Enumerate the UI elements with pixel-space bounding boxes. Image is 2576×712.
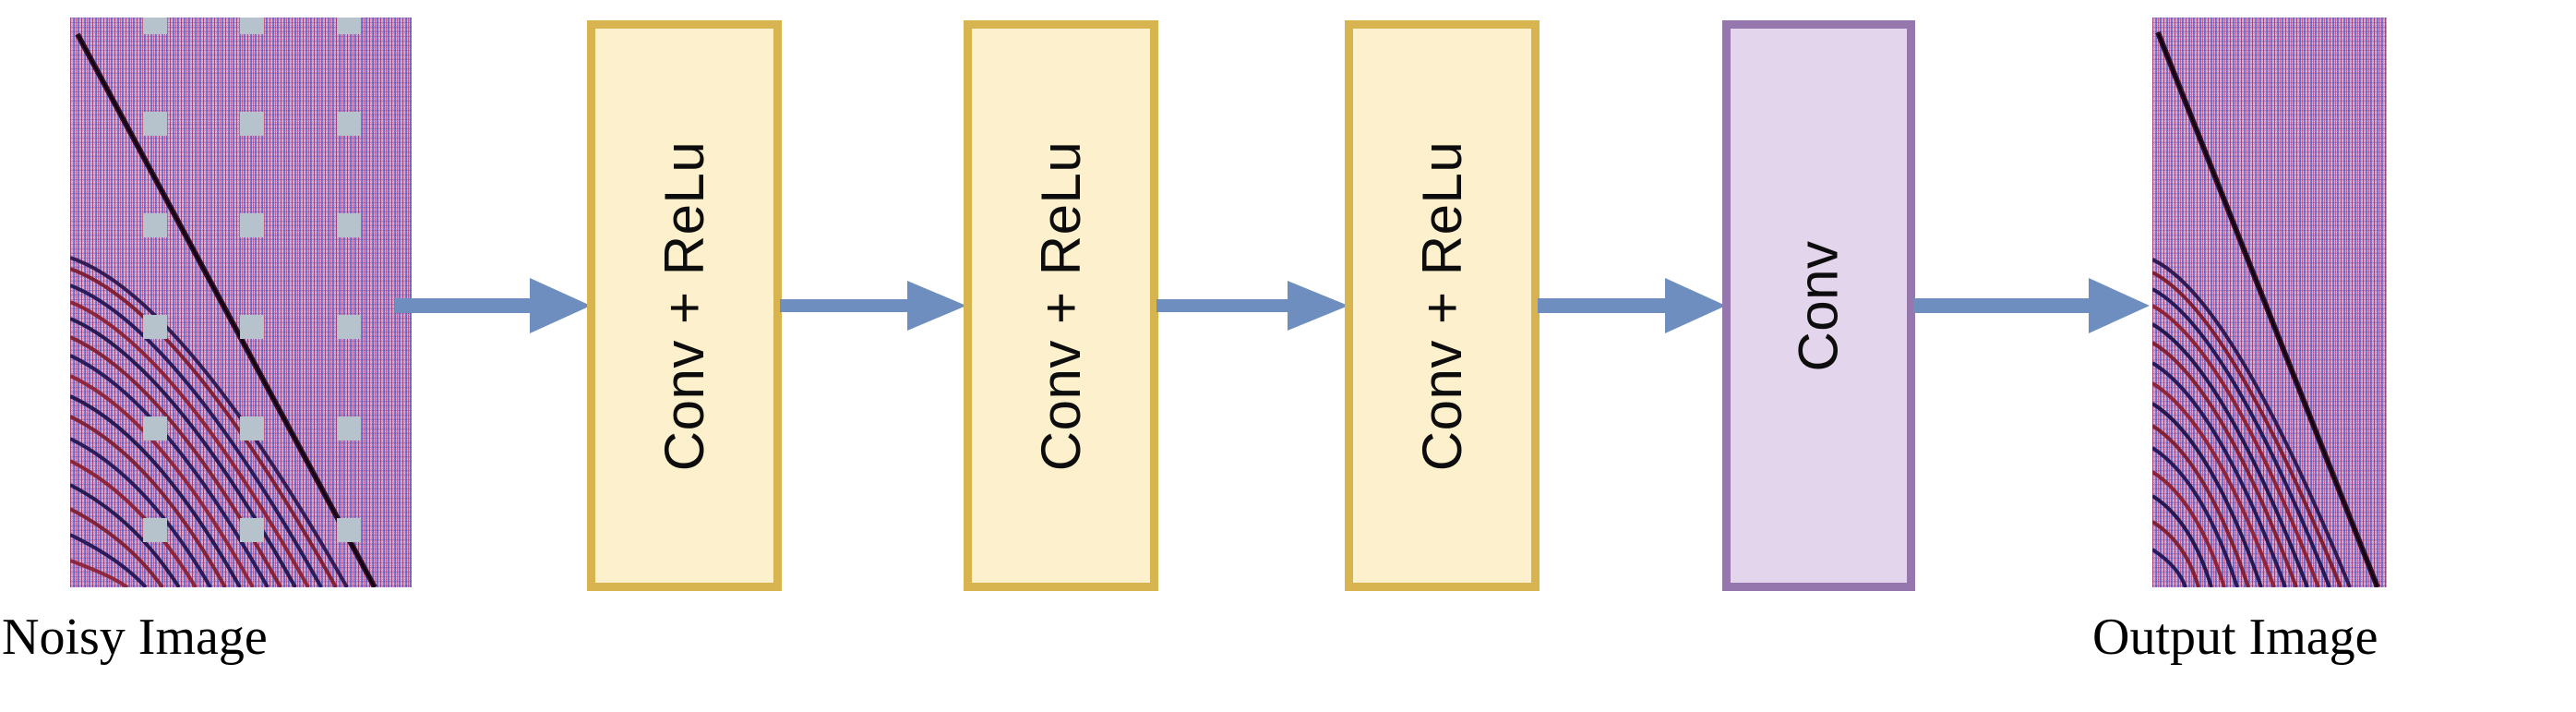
noise-texture — [70, 18, 412, 587]
arrow-layer4-to-output — [1913, 273, 2151, 338]
arrow-layer2-to-layer3 — [1156, 277, 1350, 334]
arrow-layer1-to-layer2 — [780, 277, 968, 334]
layer-label: Conv + ReLu — [1411, 140, 1474, 471]
arrow-input-to-layer1 — [395, 273, 593, 338]
layer-label: Conv — [1787, 239, 1850, 372]
noise-texture — [2152, 18, 2387, 587]
layer-box-conv-relu-2[interactable]: Conv + ReLu — [964, 20, 1158, 591]
layer-label: Conv + ReLu — [1030, 140, 1093, 471]
output-image-panel — [2152, 18, 2387, 587]
output-image-caption: Output Image — [2092, 609, 2378, 666]
layer-label: Conv + ReLu — [653, 140, 716, 471]
noisy-image-panel — [70, 18, 412, 587]
layer-box-conv-relu-1[interactable]: Conv + ReLu — [587, 20, 782, 591]
layer-box-conv[interactable]: Conv — [1722, 20, 1915, 591]
layer-box-conv-relu-3[interactable]: Conv + ReLu — [1345, 20, 1540, 591]
noisy-image-caption: Noisy Image — [2, 609, 268, 666]
arrow-layer3-to-layer4 — [1538, 273, 1728, 338]
